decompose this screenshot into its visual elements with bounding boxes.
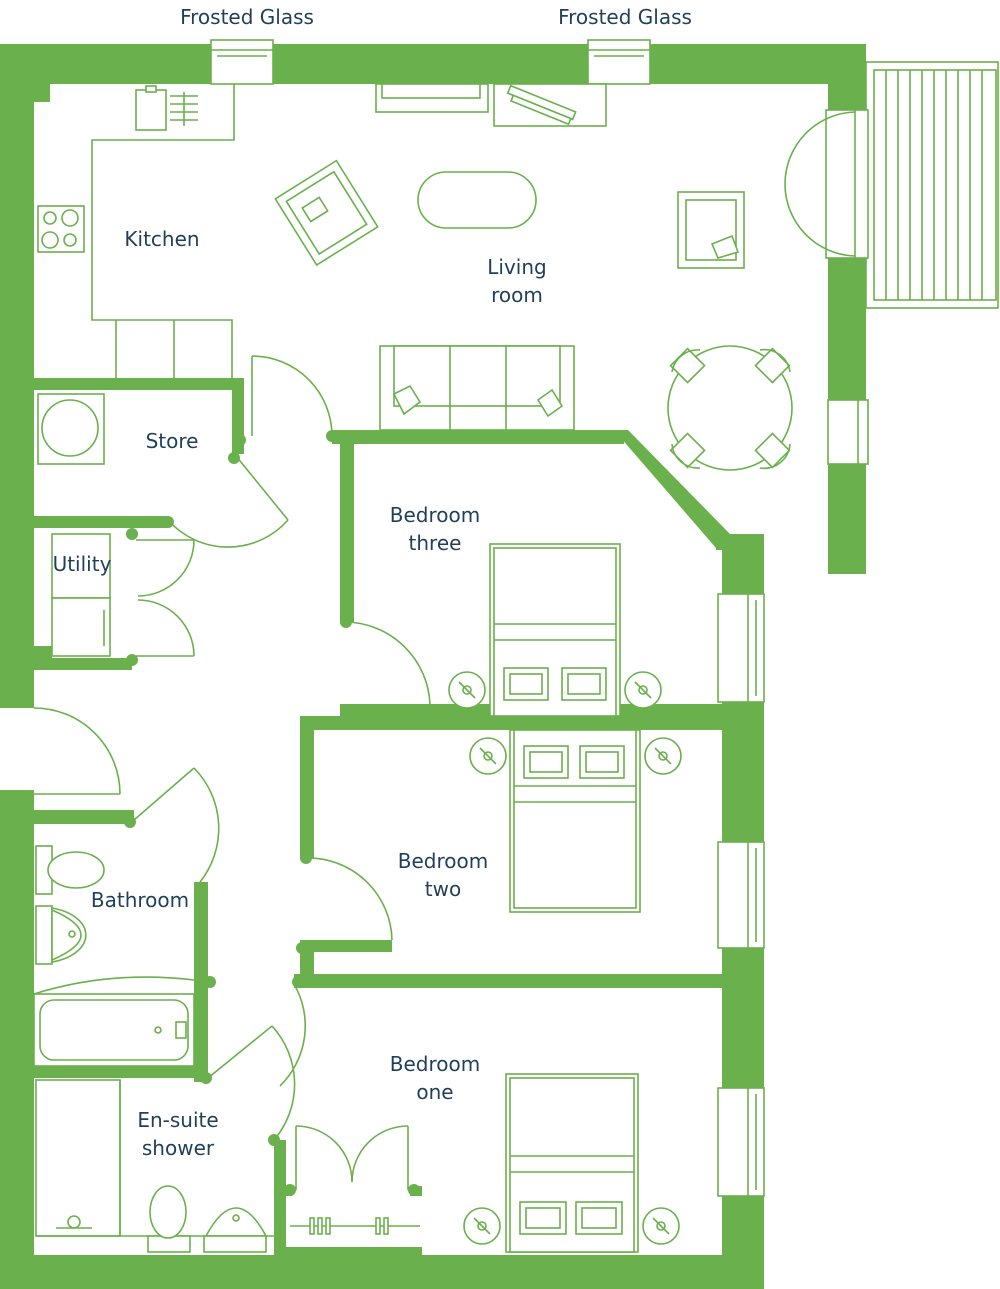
lamp-icon bbox=[644, 737, 682, 775]
hinge-point bbox=[126, 654, 138, 666]
window-label-right: Frosted Glass bbox=[558, 5, 692, 29]
bottom-wall bbox=[0, 1255, 764, 1289]
window-living-right bbox=[827, 399, 869, 465]
armchair bbox=[677, 191, 745, 269]
hinge-point bbox=[296, 942, 308, 954]
hinge-point bbox=[284, 1184, 296, 1196]
hinge-point bbox=[408, 1184, 420, 1196]
living-furniture bbox=[274, 83, 793, 471]
bedside-lamps bbox=[448, 671, 682, 1245]
dining-table bbox=[667, 345, 793, 471]
hinge-point bbox=[200, 1072, 212, 1084]
left-corner-inset bbox=[34, 84, 50, 102]
room-label-ensuite-1: En-suite bbox=[137, 1108, 218, 1132]
washer-icon bbox=[37, 393, 105, 465]
hinge-point bbox=[124, 816, 136, 828]
ensuite-fittings bbox=[35, 1079, 420, 1253]
room-label-bed3-2: three bbox=[409, 531, 462, 555]
hob-icon bbox=[37, 205, 85, 253]
windows bbox=[210, 39, 869, 1197]
window-bed1 bbox=[717, 1087, 765, 1197]
top-wall bbox=[0, 44, 866, 84]
bed-two bbox=[509, 729, 641, 913]
door-swings bbox=[33, 355, 431, 1190]
coffee-table bbox=[417, 171, 537, 229]
room-label-kitchen: Kitchen bbox=[124, 227, 199, 251]
sink-icon bbox=[135, 85, 198, 131]
room-label-bed3-1: Bedroom bbox=[390, 503, 480, 527]
window-bed2 bbox=[717, 841, 765, 949]
sofa bbox=[379, 345, 575, 431]
bathroom-fittings bbox=[33, 845, 195, 1067]
room-label-bed2-1: Bedroom bbox=[398, 849, 488, 873]
room-label-ensuite-2: shower bbox=[142, 1136, 215, 1160]
armchair bbox=[274, 159, 379, 267]
room-label-bed2-2: two bbox=[425, 877, 461, 901]
room-label-bathroom: Bathroom bbox=[91, 888, 189, 912]
room-label-store: Store bbox=[146, 429, 199, 453]
room-label-utility: Utility bbox=[53, 552, 112, 576]
labels: Frosted Glass Frosted Glass Kitchen Livi… bbox=[53, 5, 692, 1160]
basin-icon bbox=[203, 1235, 267, 1253]
window-frosted-right bbox=[587, 39, 651, 85]
hinge-point bbox=[228, 452, 240, 464]
hinge-point bbox=[292, 976, 304, 988]
room-label-living-2: room bbox=[491, 283, 543, 307]
room-label-bed1-1: Bedroom bbox=[390, 1052, 480, 1076]
bed-three bbox=[489, 543, 621, 717]
lamp-icon bbox=[463, 1207, 501, 1245]
hanger-icon bbox=[317, 1217, 323, 1235]
bed-one bbox=[505, 1073, 639, 1253]
lamp-icon bbox=[624, 671, 662, 709]
hanger-icon bbox=[383, 1217, 389, 1235]
hanger-icon bbox=[325, 1217, 331, 1235]
lamp-icon bbox=[469, 737, 507, 775]
window-frosted-left bbox=[210, 39, 274, 85]
basin-icon bbox=[35, 905, 53, 965]
balcony-door bbox=[784, 109, 869, 259]
hinge-points bbox=[124, 430, 420, 1196]
lamp-icon bbox=[642, 1207, 680, 1245]
room-label-living-1: Living bbox=[487, 255, 546, 279]
hanger-icon bbox=[309, 1217, 315, 1235]
hinge-point bbox=[204, 976, 216, 988]
window-label-left: Frosted Glass bbox=[180, 5, 314, 29]
balcony bbox=[865, 61, 999, 309]
lamp-icon bbox=[448, 671, 486, 709]
shower-tray bbox=[35, 1079, 121, 1237]
room-label-bed1-2: one bbox=[416, 1080, 453, 1104]
hinge-point bbox=[126, 528, 138, 540]
hinge-point bbox=[340, 704, 352, 716]
window-bed3 bbox=[717, 593, 765, 703]
hanger-icon bbox=[375, 1217, 381, 1235]
hinge-point bbox=[162, 516, 174, 528]
left-wall-upper bbox=[0, 44, 34, 708]
kitchen-fittings bbox=[37, 84, 235, 378]
store-fittings bbox=[37, 393, 111, 657]
hinge-point bbox=[234, 434, 246, 446]
left-wall-lower bbox=[0, 798, 34, 1289]
utility-appliance bbox=[51, 597, 111, 657]
